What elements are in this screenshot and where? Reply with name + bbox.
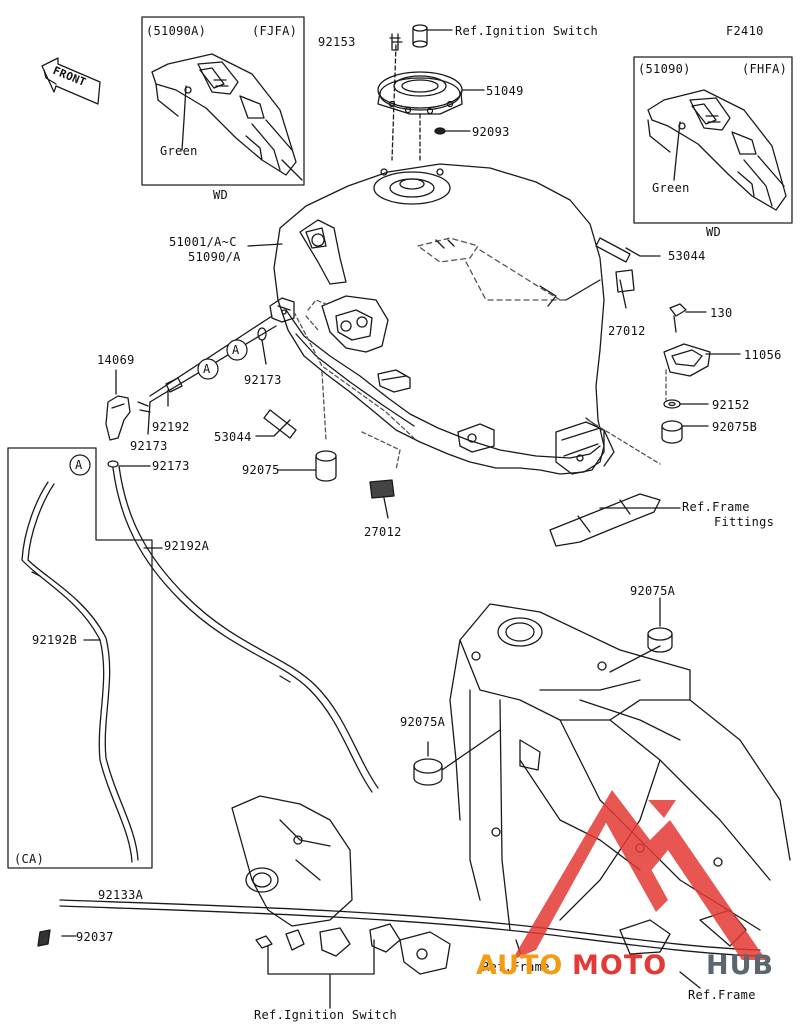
part-92153: 92153: [318, 35, 356, 49]
part-92133a: 92133A: [98, 888, 144, 902]
ref-ignition-switch-top: Ref.Ignition Switch: [455, 24, 598, 38]
variant-ca: (CA): [14, 852, 45, 866]
leader-lines: [61, 243, 741, 1009]
fuel-hoses: [21, 315, 379, 863]
part-92192: 92192: [152, 420, 190, 434]
watermark-auto: AUTO: [476, 950, 564, 981]
part-27012-bottom: 27012: [364, 525, 402, 539]
part-51001: 51001/A~C: [169, 235, 237, 249]
ref-frame-right: Ref.Frame: [688, 988, 756, 1002]
part-92173-a: 92173: [244, 373, 282, 387]
part-92075: 92075: [242, 463, 280, 477]
part-92037: 92037: [76, 930, 114, 944]
inset-right-part: (51090): [638, 62, 691, 76]
inset-tank-right: [647, 89, 787, 211]
part-27012-right: 27012: [608, 324, 646, 338]
callout-a-label: A: [232, 343, 240, 357]
ref-frame-fittings-line1: Ref.Frame: [682, 500, 750, 514]
part-92192b: 92192B: [32, 633, 78, 647]
part-53044-right: 53044: [668, 249, 706, 263]
part-92075a-left: 92075A: [400, 715, 446, 729]
part-92152: 92152: [712, 398, 750, 412]
part-92093: 92093: [472, 125, 510, 139]
fuel-tank: [269, 163, 615, 475]
diagram-code: F2410: [726, 24, 764, 38]
motorcycle-frame: [37, 603, 791, 975]
inset-right-variant: (FHFA): [742, 62, 788, 76]
inset-right-color: Green: [652, 181, 690, 195]
inset-right-region: WD: [706, 225, 722, 239]
part-11056: 11056: [744, 348, 782, 362]
part-92075a-right: 92075A: [630, 584, 676, 598]
inset-left-color: Green: [160, 144, 198, 158]
part-92173-c: 92173: [152, 459, 190, 473]
part-92075b: 92075B: [712, 420, 758, 434]
callout-a-label: A: [75, 458, 83, 472]
inset-left-region: WD: [213, 188, 229, 202]
ref-frame-left: Ref.Frame: [482, 960, 550, 974]
part-92173-b: 92173: [130, 439, 168, 453]
callout-a-label: A: [203, 362, 211, 376]
part-92192a: 92192A: [164, 539, 210, 553]
ref-frame-fittings-line2: Fittings: [714, 515, 775, 529]
fuel-cap-assembly: [377, 24, 485, 161]
ref-ignition-switch-bottom: Ref.Ignition Switch: [254, 1008, 397, 1022]
part-53044-left: 53044: [214, 430, 252, 444]
watermark-hub: HUB: [706, 950, 775, 981]
watermark-moto: MOTO: [572, 950, 668, 981]
inset-left-variant: (FJFA): [252, 24, 298, 38]
part-14069: 14069: [97, 353, 135, 367]
part-130: 130: [710, 306, 733, 320]
inset-tank-left: [151, 53, 303, 181]
part-51090a: 51090/A: [188, 250, 241, 264]
part-51049: 51049: [486, 84, 524, 98]
front-arrow-icon: [41, 57, 101, 105]
inset-left-part: (51090A): [146, 24, 207, 38]
